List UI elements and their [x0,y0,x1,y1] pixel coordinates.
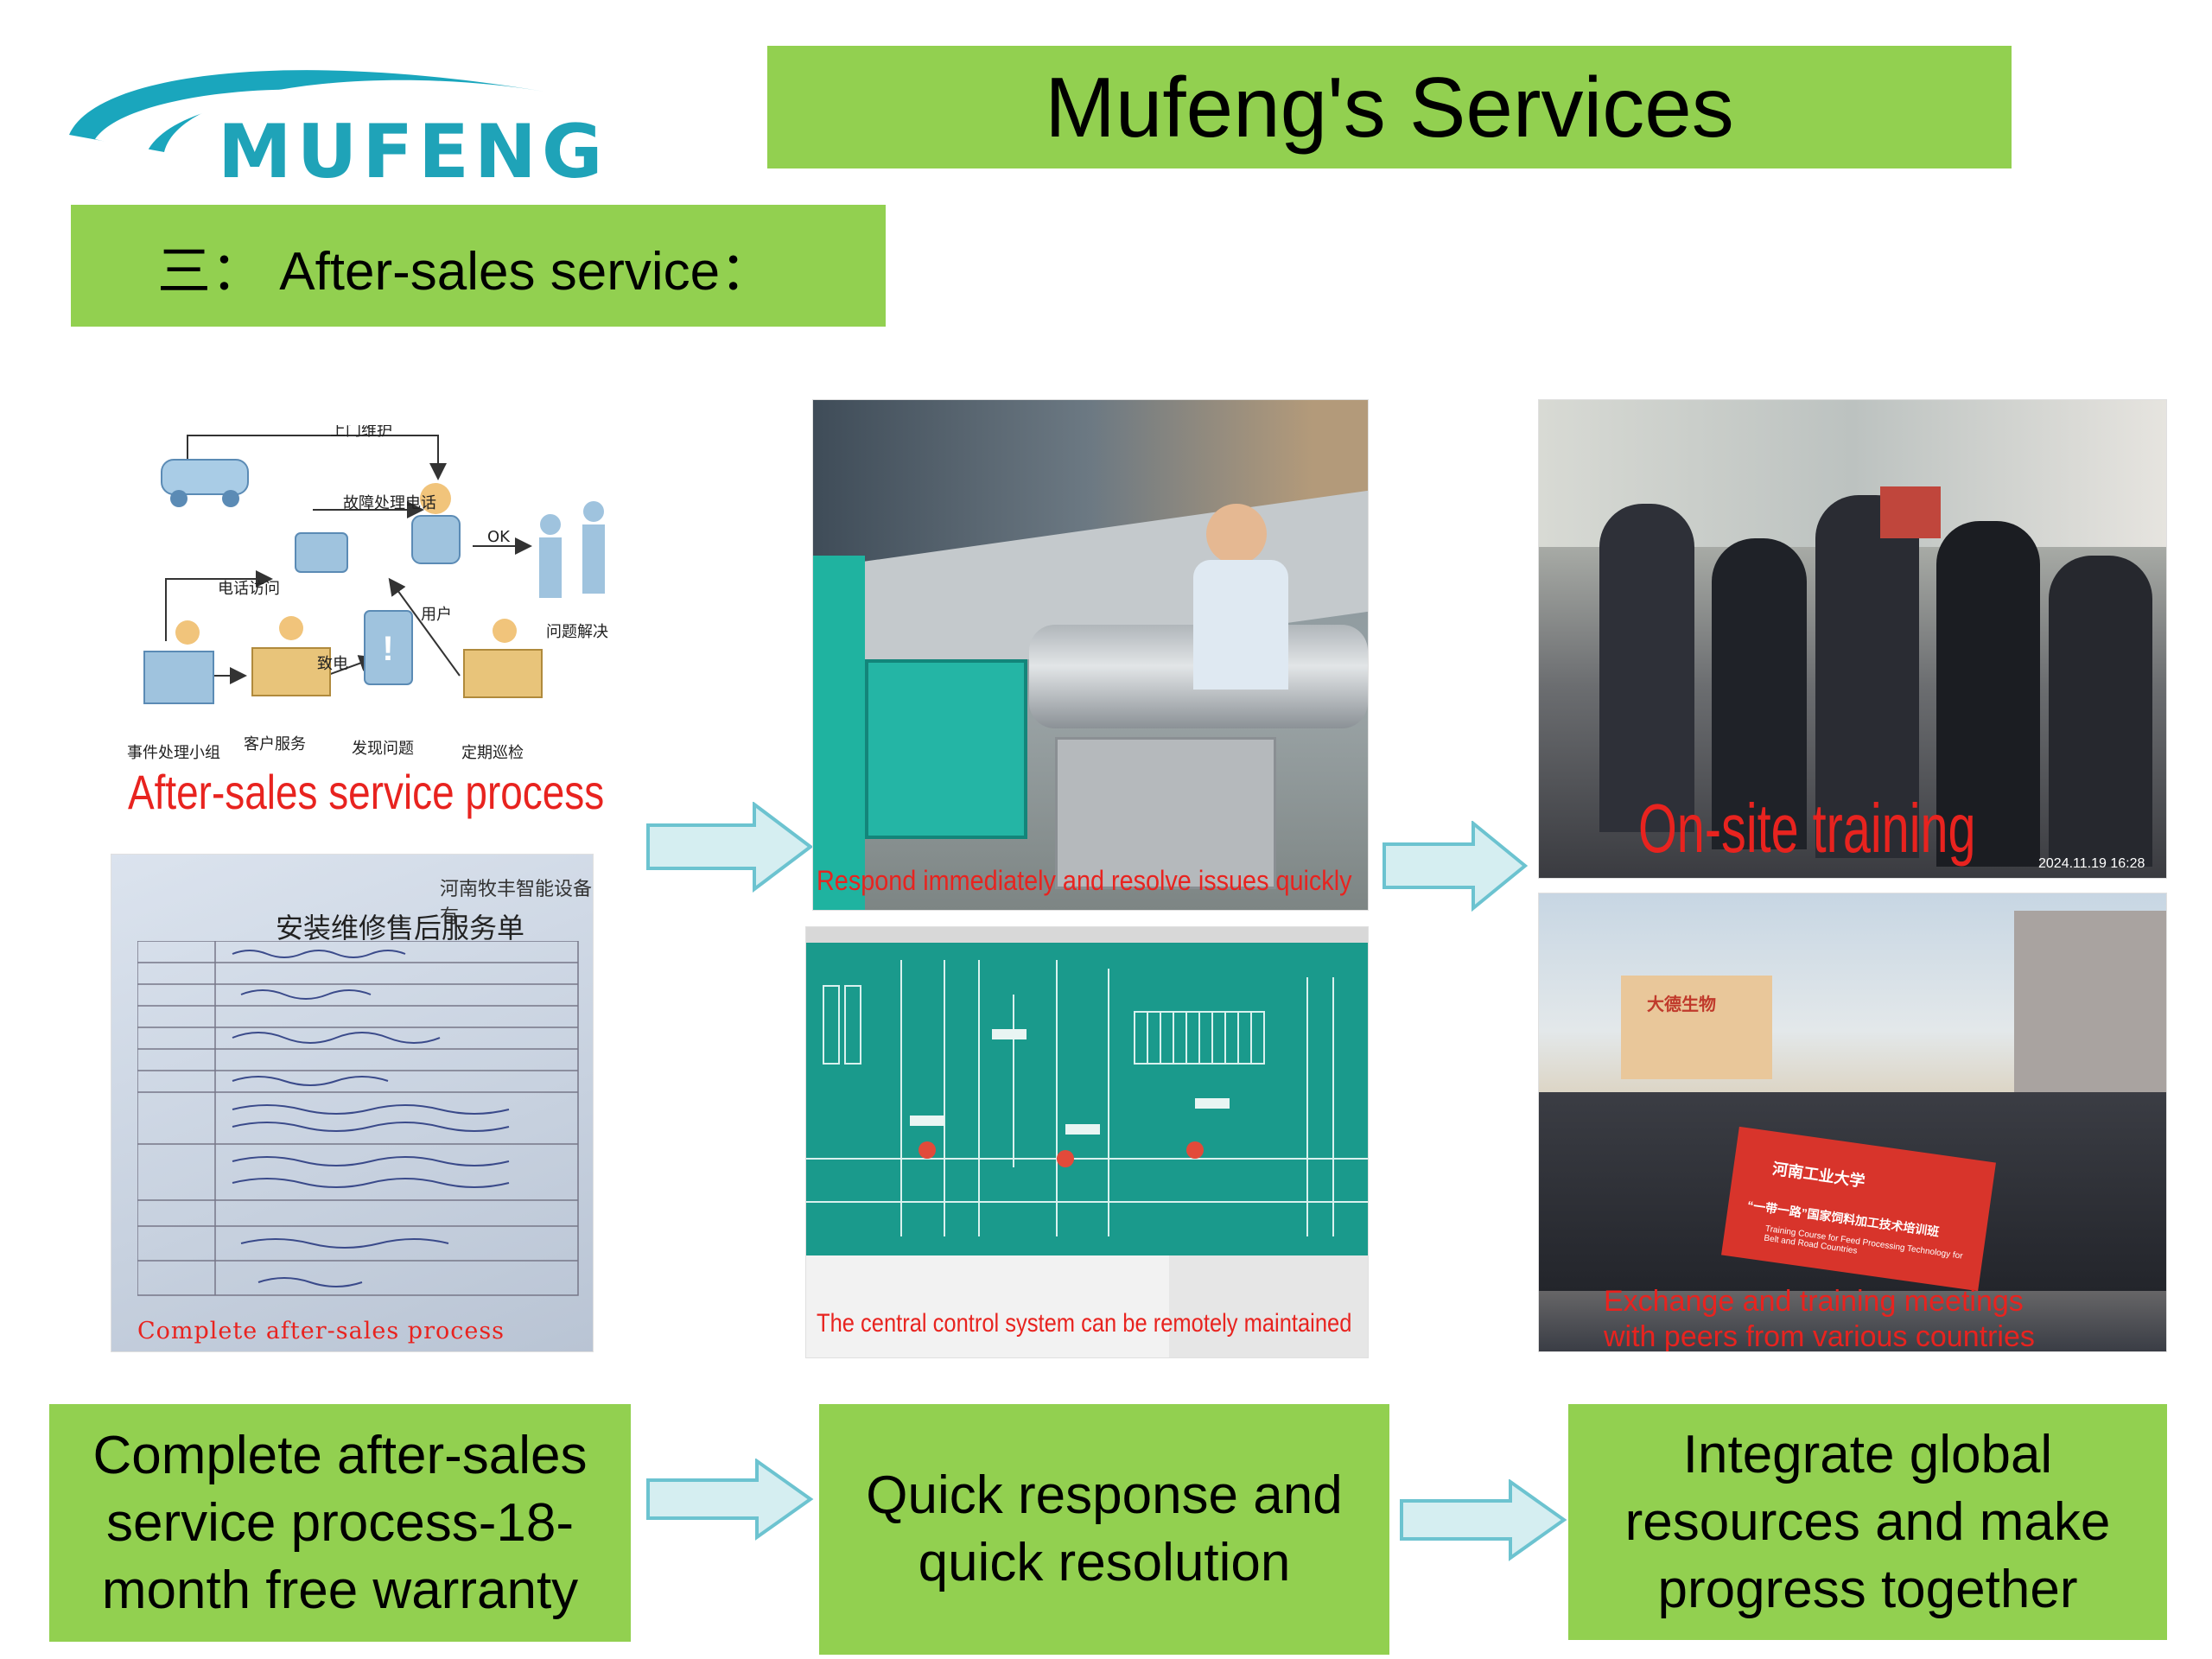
svg-text:!: ! [382,630,393,668]
process-diagram-caption: After-sales service process [128,765,605,819]
flow-arrow-icon [646,802,814,893]
form-title: 安装维修售后服务单 [276,912,525,944]
summary-line: Integrate global [1682,1424,2053,1484]
node-hotline: 故障处理电话 [343,494,436,512]
summary-line: resources and make [1624,1491,2111,1552]
flow-arrow-icon [646,1459,814,1541]
control-system-caption: The central control system can be remote… [817,1309,1352,1338]
training-photo-caption: On-site training [1638,790,1976,867]
training-photo: On-site training 2024.11.19 16:28 [1538,399,2167,879]
node-onsite: 上门维护 [330,425,392,440]
node-team: 事件处理小组 [127,744,220,762]
exchange-caption-line1: Exchange and training meetings [1604,1285,2024,1318]
logo-swoosh-icon [69,70,544,152]
summary-line: progress together [1657,1559,2078,1619]
form-table [137,941,579,1296]
flow-arrow-icon [1382,821,1529,912]
exchange-photo: 大德生物 河南工业大学 “一带一路”国家饲料加工技术培训班 Training C… [1538,893,2167,1352]
service-form-caption: Complete after-sales process [137,1318,505,1344]
summary-box-global: Integrate global resources and make prog… [1568,1404,2167,1640]
control-flow-diagram [806,960,1368,1236]
section-label: 三： After-sales service： [157,241,774,302]
node-ok: OK [487,528,511,546]
summary-line: Complete after-sales [92,1425,588,1485]
node-solved: 问题解决 [546,623,608,641]
building-sign: 大德生物 [1647,995,1716,1014]
mufeng-logo: MUFENG [60,57,602,195]
process-flow-diagram: ! 上门维护 故障处理电话 电话访问 用户 OK 问题解决 致电 事件处理小组 … [127,425,608,762]
flow-arrow-icon [1400,1479,1567,1561]
machine-photo-caption: Respond immediately and resolve issues q… [817,865,1352,896]
machine-photo: Respond immediately and resolve issues q… [812,399,1369,911]
service-form-photo: 河南牧丰智能设备有 安装维修售后服务单 Complete after-sales… [111,854,594,1352]
summary-box-response: Quick response and quick resolution [819,1404,1389,1655]
exchange-caption-line2: with peers from various countries [1604,1320,2035,1352]
logo-text: MUFENG [218,109,608,195]
node-call: 致电 [317,655,348,673]
node-user: 用户 [421,606,452,624]
section-heading: 三： After-sales service： [71,205,886,327]
process-diagram: ! 上门维护 故障处理电话 电话访问 用户 OK 问题解决 致电 事件处理小组 … [114,425,628,831]
node-inspect: 定期巡检 [461,744,524,762]
summary-box-warranty: Complete after-sales service process-18-… [49,1404,631,1642]
control-system-screenshot: The central control system can be remote… [805,926,1369,1358]
node-phone-visit: 电话访问 [218,580,280,598]
form-company: 河南牧丰智能设备有 [440,878,593,927]
summary-line: quick resolution [918,1533,1291,1592]
node-cs: 客户服务 [244,735,306,753]
page-title: Mufeng's Services [767,46,2012,168]
summary-line: Quick response and [866,1465,1343,1525]
summary-line: service process-18- [106,1492,574,1553]
node-found: 发现问题 [352,740,414,758]
summary-line: month free warranty [101,1560,579,1620]
training-photo-timestamp: 2024.11.19 16:28 [2038,856,2145,871]
